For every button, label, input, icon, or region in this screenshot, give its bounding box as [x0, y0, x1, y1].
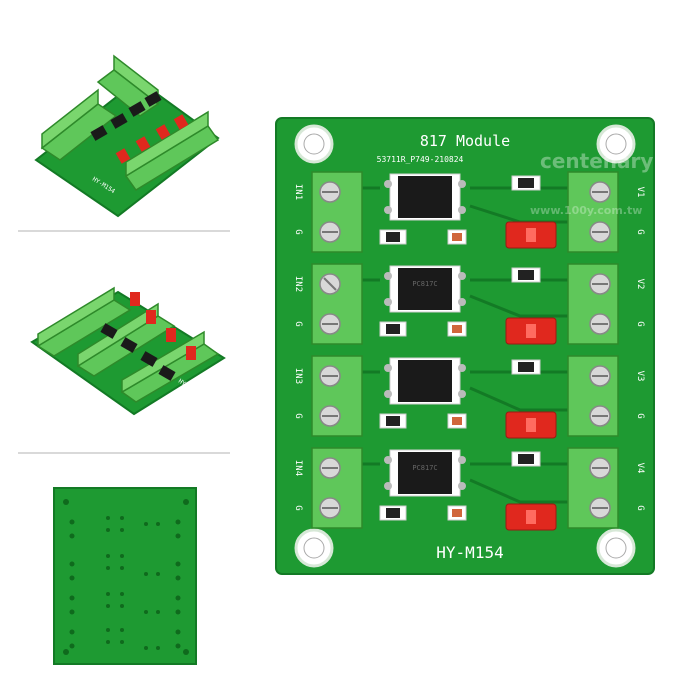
thumb-model-text: HY-M154	[177, 378, 202, 398]
thumbnail-divider	[18, 230, 230, 232]
optocoupler-chips: PC817C PC817C	[384, 173, 466, 497]
thumb-terminal-top	[37, 286, 115, 348]
mounting-holes	[294, 124, 636, 568]
thumbnail-bottom-panel[interactable]	[18, 478, 230, 674]
label-v4: V4	[635, 463, 645, 474]
thumb-chip	[110, 113, 128, 129]
label-v2: V2	[635, 279, 645, 290]
thumb-solder-pads	[63, 499, 189, 655]
thumbnail-middle-panel[interactable]: HY-M154	[18, 242, 230, 454]
thumb-jumper	[155, 124, 171, 140]
left-pin-labels: IN1 G IN2 G IN3 G IN4 G	[293, 184, 303, 511]
thumb-pcb	[34, 78, 220, 218]
right-terminal-blocks	[567, 171, 619, 529]
chip-3	[384, 357, 466, 405]
board-title: 817 Module	[420, 132, 510, 150]
label-g1: G	[293, 229, 303, 234]
label-in3: IN3	[293, 368, 303, 384]
thumbnail-top-image: HY-M154	[34, 54, 220, 218]
label-v1: V1	[635, 187, 645, 198]
watermark-url: www.100y.com.tw	[530, 204, 642, 217]
thumbnail-bottom-image	[53, 487, 197, 665]
thumb-terminal-top	[125, 110, 209, 178]
thumb-terminal-top	[77, 302, 159, 368]
thumbnail-middle-image: HY-M154	[30, 286, 226, 416]
label-rg1: G	[635, 229, 645, 234]
board-serial: 53711R_P749-210824	[377, 155, 464, 164]
label-rg3: G	[635, 413, 645, 418]
chip-4: PC817C	[384, 449, 466, 497]
thumb-jumper	[130, 292, 140, 306]
thumb-chip	[128, 101, 146, 117]
thumb-jumper	[173, 114, 189, 130]
thumb-jumper	[146, 310, 156, 324]
left-terminal-screws	[319, 181, 341, 519]
label-g2: G	[293, 321, 303, 326]
chip-marking: PC817C	[412, 280, 437, 288]
thumb-jumper	[135, 136, 151, 152]
chip-marking: PC817C	[412, 464, 437, 472]
right-terminal-screws	[589, 181, 611, 519]
chip-1	[384, 173, 466, 221]
thumb-jumper	[115, 148, 131, 164]
label-in4: IN4	[293, 460, 303, 476]
thumb-terminal-row	[96, 69, 160, 117]
thumb-terminal-top	[41, 88, 99, 150]
thumb-terminal-top	[121, 330, 205, 394]
jumpers	[505, 221, 557, 531]
thumbnail-divider	[18, 452, 230, 454]
thumb-chip	[100, 323, 118, 339]
thumb-chip	[120, 337, 138, 353]
thumbnail-top-panel[interactable]: HY-M154	[18, 20, 230, 232]
right-pin-labels: V1 G V2 G V3 G V4 G	[635, 187, 645, 511]
label-in1: IN1	[293, 184, 303, 200]
label-v3: V3	[635, 371, 645, 382]
watermark-text: centenary	[540, 149, 653, 173]
label-rg4: G	[635, 505, 645, 510]
chip-2: PC817C	[384, 265, 466, 313]
thumb-chip	[90, 125, 108, 141]
thumb-chip	[140, 351, 158, 367]
label-g4: G	[293, 505, 303, 510]
label-rg2: G	[635, 321, 645, 326]
smd-components	[379, 175, 541, 521]
pcb-board	[275, 117, 655, 575]
board-model: HY-M154	[436, 543, 503, 562]
thumb-chip	[144, 91, 162, 107]
main-board-image: 817 Module 53711R_P749-210824 IN1 G IN2 …	[275, 117, 655, 575]
label-g3: G	[293, 413, 303, 418]
thumb-jumper	[186, 346, 196, 360]
thumb-chip	[158, 365, 176, 381]
thumb-jumper	[166, 328, 176, 342]
thumb-pcb-back	[53, 487, 197, 665]
label-in2: IN2	[293, 276, 303, 292]
